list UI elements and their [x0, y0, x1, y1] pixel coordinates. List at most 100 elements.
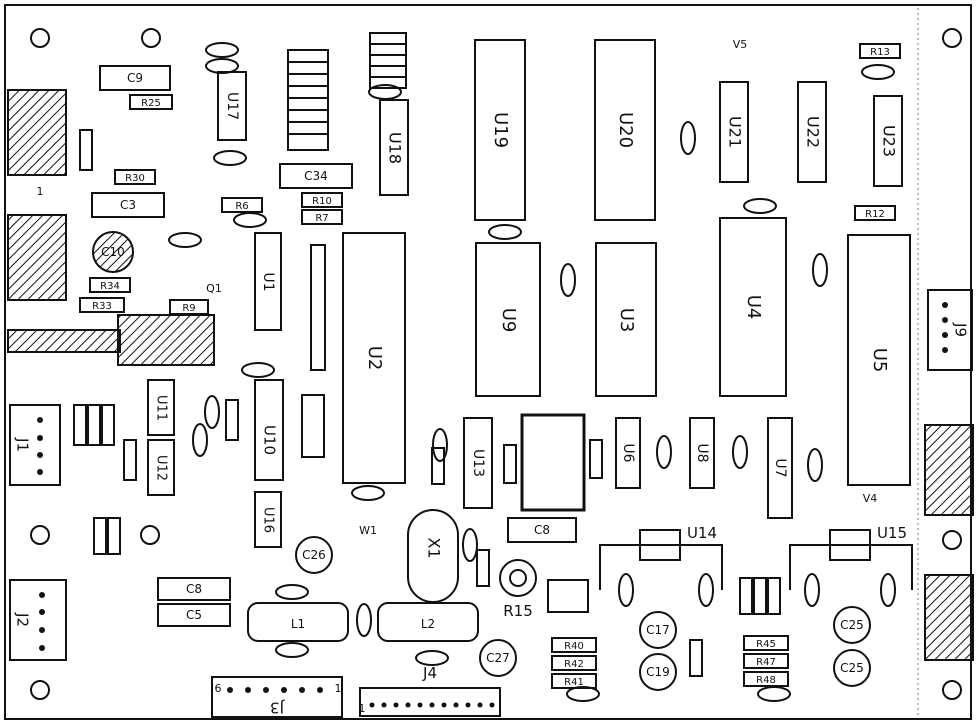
regulators — [599, 529, 913, 590]
cap-c17 — [639, 611, 677, 649]
hatched-pads — [7, 89, 974, 661]
mounting-hole — [140, 525, 160, 545]
connectors — [9, 289, 973, 718]
ic-body — [463, 417, 493, 509]
ic-body — [719, 217, 787, 397]
pin-label: 1 — [335, 682, 342, 695]
ic-label: U5 — [869, 348, 890, 373]
hatched-block — [924, 574, 974, 661]
regulator-label: U14 — [687, 524, 717, 542]
inductor-l2 — [377, 602, 479, 642]
electrolytic-caps — [295, 536, 871, 691]
ic-label: U19 — [490, 112, 511, 148]
ic-label: U23 — [880, 125, 899, 157]
mounting-hole — [30, 28, 50, 48]
via-label: V5 — [733, 38, 748, 51]
connector-label: J9 — [952, 322, 970, 337]
connector-labels: J9 J1 J2 J3 J4 — [14, 322, 970, 716]
pin-label: 1 — [37, 185, 44, 198]
ic-label: U7 — [772, 458, 788, 477]
hatched-capacitor — [92, 231, 134, 273]
cap-label: C3 — [120, 198, 136, 212]
mounting-hole — [141, 28, 161, 48]
ic-label: U18 — [386, 132, 405, 164]
pin-label: 1 — [359, 702, 366, 715]
resistor-label: R6 — [235, 201, 248, 212]
cap-label: C26 — [302, 548, 326, 562]
trimmer-r15 — [499, 559, 537, 597]
hatched-cable — [7, 329, 121, 353]
pot-strip — [310, 244, 326, 371]
mounting-hole — [30, 525, 50, 545]
ic-label: U21 — [726, 116, 745, 148]
resistor-label: R41 — [564, 677, 584, 688]
electrolytic-labels: C26 C27 C17 C19 C25 C25 C10 — [101, 245, 864, 679]
ic-body — [767, 417, 793, 519]
connector-label: J3 — [270, 699, 285, 717]
ic-body — [254, 232, 282, 331]
inductors — [247, 602, 479, 642]
resistor-label: R34 — [100, 281, 120, 292]
ic-label: U3 — [616, 308, 637, 333]
crystal-label: X1 — [425, 537, 444, 558]
resistor-label: R42 — [564, 659, 584, 670]
resistor-label: R45 — [756, 639, 776, 650]
ic-body — [719, 81, 749, 183]
ic-body — [254, 491, 282, 548]
trimmer-label: R15 — [503, 602, 533, 620]
resistor-label: R7 — [315, 213, 328, 224]
resistor-label: R47 — [756, 657, 776, 668]
ic-label: U16 — [261, 507, 276, 533]
via-label: V4 — [863, 492, 878, 505]
cap-label: C19 — [646, 665, 670, 679]
connector-j1 — [9, 404, 61, 486]
ic-body — [689, 417, 715, 489]
ic-label: U20 — [615, 112, 636, 148]
resistor-pack — [547, 579, 589, 613]
cap-c26 — [295, 536, 333, 574]
inductor-label: L2 — [421, 617, 435, 631]
ic-label: U4 — [743, 295, 764, 320]
connector-j9 — [927, 289, 973, 371]
connector-label: J1 — [14, 437, 32, 452]
ic-body — [379, 99, 409, 196]
resistor-label: R9 — [182, 303, 195, 314]
cap-label: C8 — [534, 523, 550, 537]
pin-label: 6 — [215, 682, 222, 695]
cap-label: C27 — [486, 651, 510, 665]
ic-body — [797, 81, 827, 183]
cap-label: C10 — [101, 245, 125, 259]
mounting-hole — [942, 28, 962, 48]
connector-label: J2 — [14, 612, 32, 627]
ic-body — [475, 242, 541, 397]
ic-label: U22 — [804, 116, 823, 148]
resistor-label: R13 — [870, 47, 890, 58]
ic-body — [147, 379, 175, 436]
rectangular-cap-labels: C9 C3 C34 C8 C5 C8 — [120, 71, 550, 622]
ic-label: U13 — [470, 449, 486, 477]
cap-label: C17 — [646, 623, 670, 637]
resistor-label: R48 — [756, 675, 776, 686]
ic-labels: U19 U20 U21 U22 U23 U17 U18 U1 U2 U9 U3 … — [154, 92, 899, 533]
mounting-hole — [30, 680, 50, 700]
regulator-label: U15 — [877, 524, 907, 542]
ic-label: U10 — [261, 425, 279, 455]
resistor-label: R10 — [312, 196, 332, 207]
cap-label: C9 — [127, 71, 143, 85]
ic-body — [254, 379, 284, 481]
cap-c25 — [833, 606, 871, 644]
transistor-label: Q1 — [206, 282, 222, 295]
ic-body — [615, 417, 641, 489]
resistor-stack — [369, 32, 407, 89]
oscillator-block — [520, 413, 586, 512]
resistor-label: R40 — [564, 641, 584, 652]
hatched-block — [7, 214, 67, 301]
resistor-label: R33 — [92, 301, 112, 312]
ic-body — [595, 242, 657, 397]
connector-j4 — [359, 687, 501, 717]
misc-labels: Q1 W1 V4 V5 6 1 1 1 — [37, 38, 878, 715]
cap-label: C5 — [186, 608, 202, 622]
ic-body — [847, 234, 911, 486]
cap-c25 — [833, 649, 871, 687]
ic-label: U2 — [364, 346, 385, 371]
